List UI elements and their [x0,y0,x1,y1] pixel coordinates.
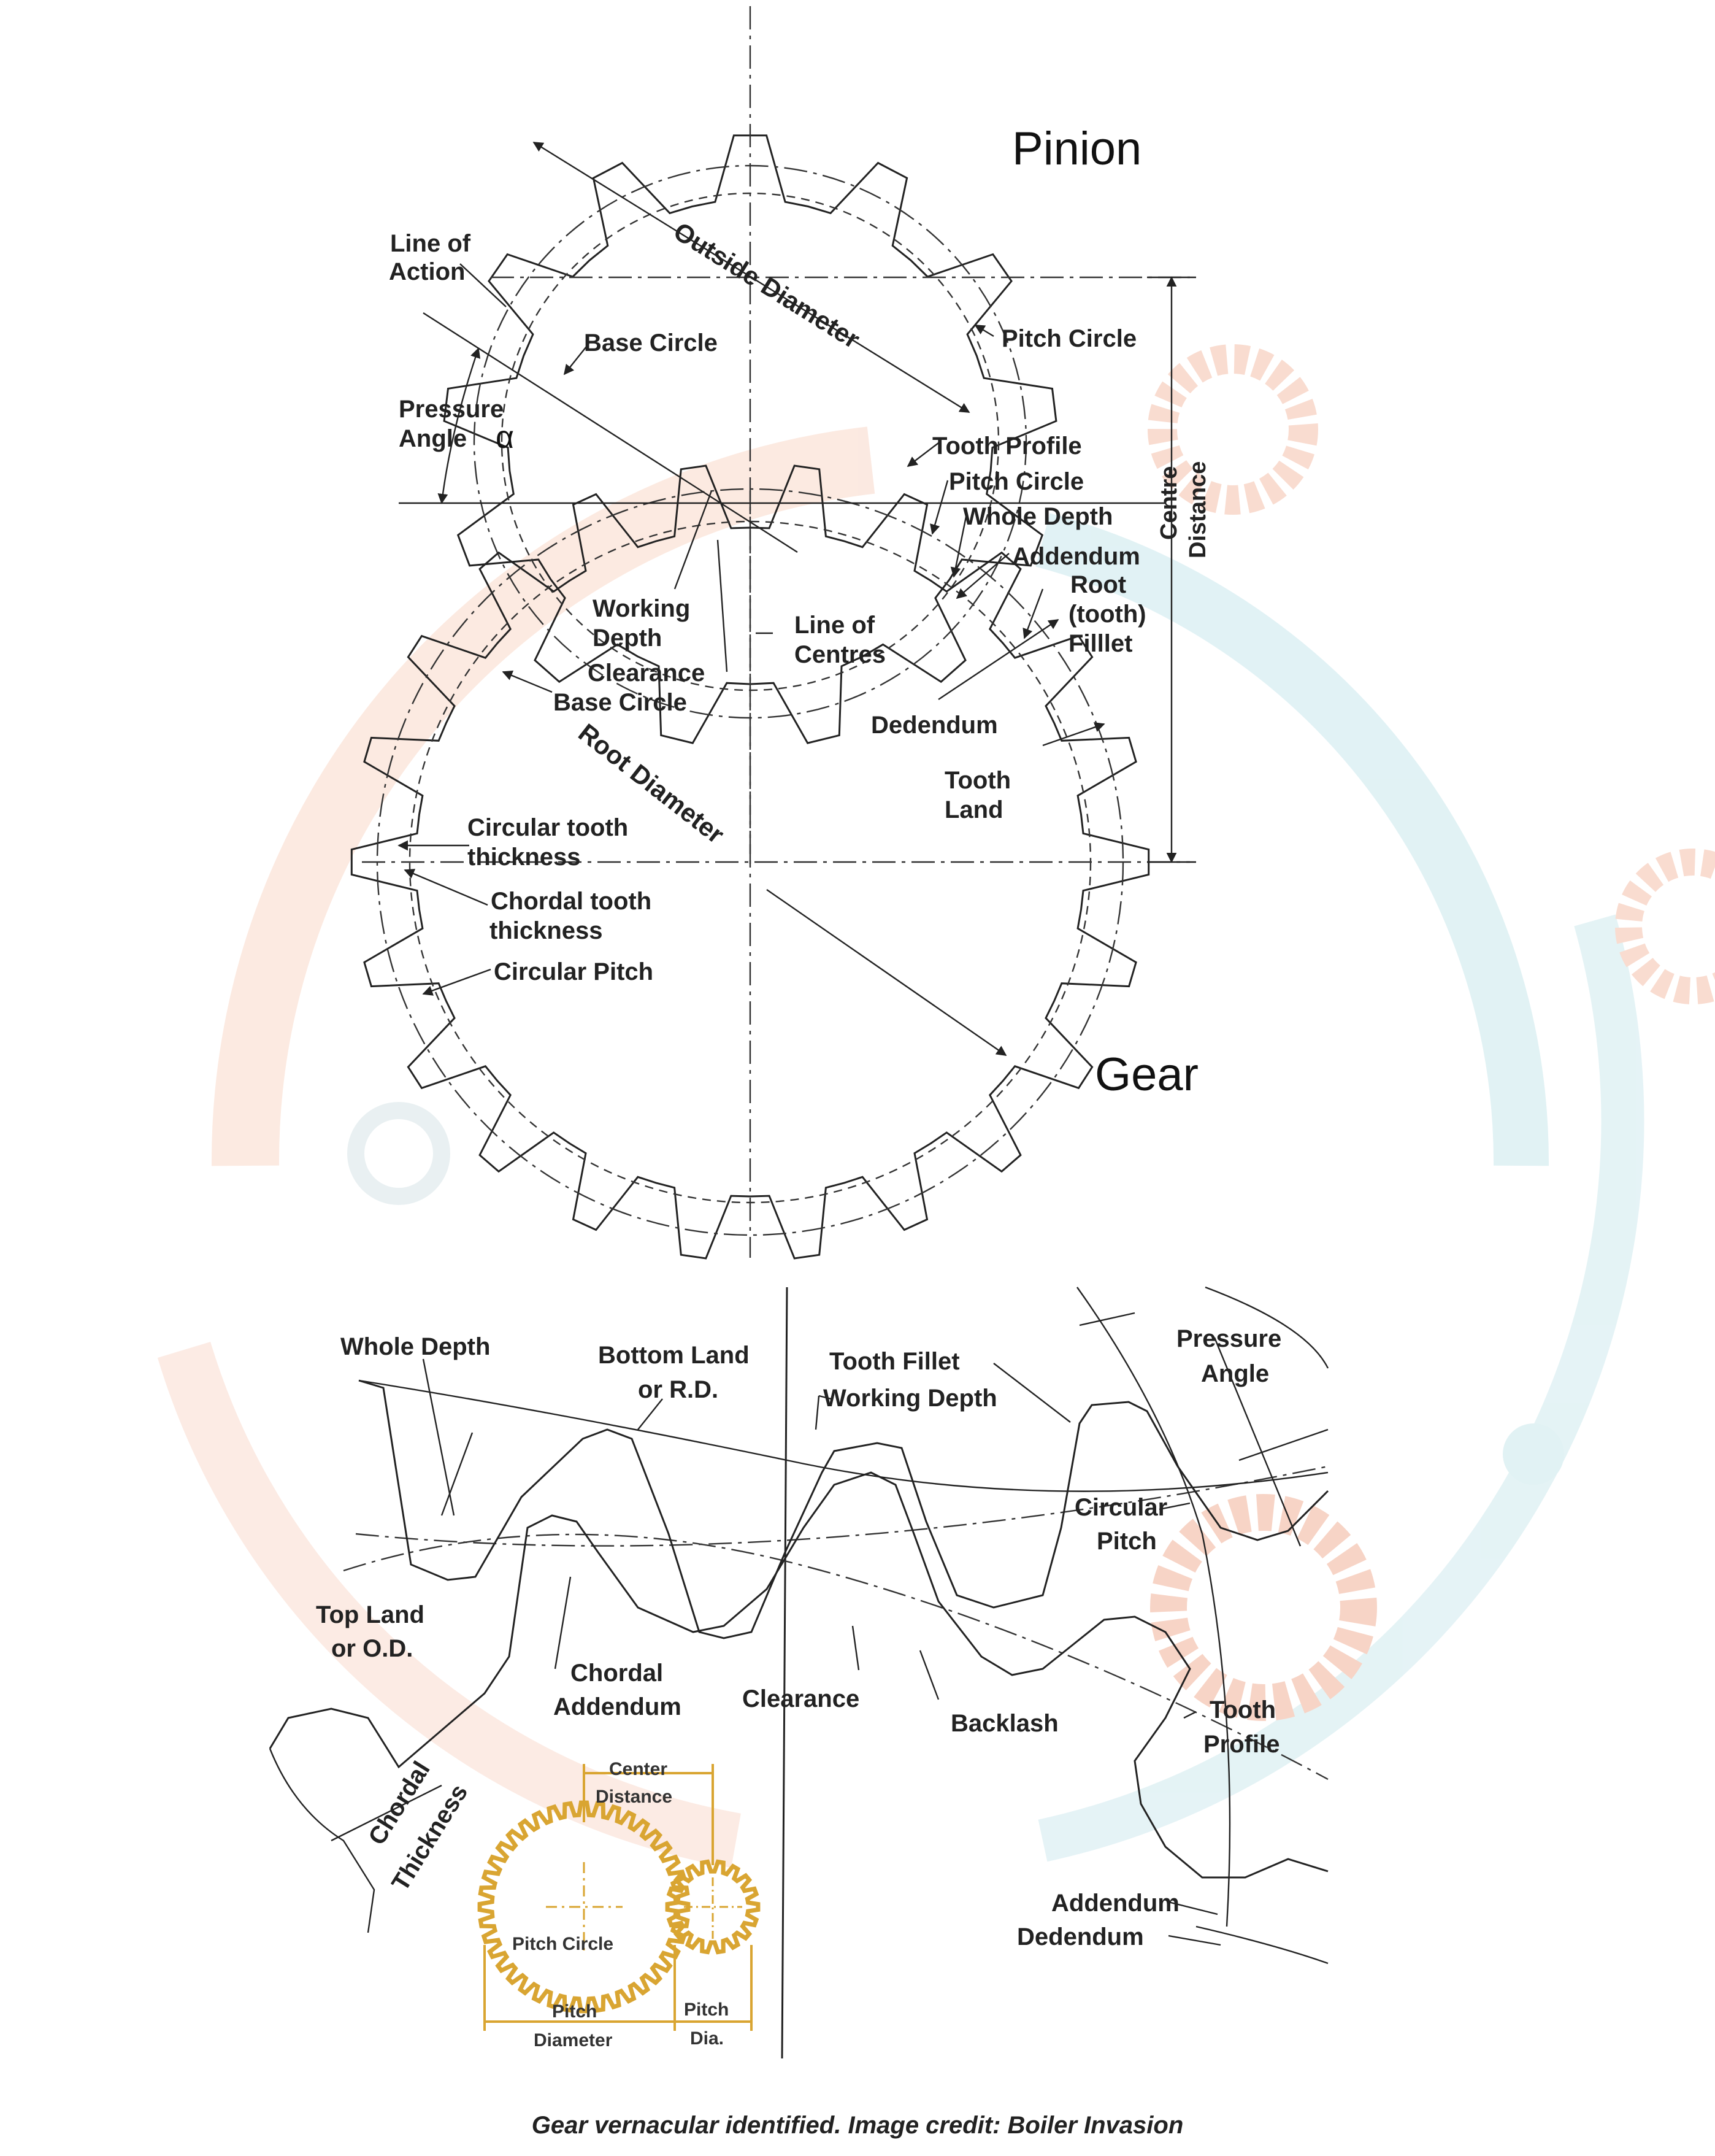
label-tooth-fillet: Tooth Fillet [829,1348,960,1375]
label-top-land: Top Land [316,1601,424,1628]
label-root-fillet-2: (tooth) [1069,601,1146,628]
label-tooth-land: Tooth [945,767,1011,794]
label-pitch-dia-2: Dia. [690,2028,724,2049]
label-chordal-tooth-thickness-2: thickness [489,917,603,944]
label-circular-pitch: Circular Pitch [494,958,653,985]
label-bottom-circular-pitch-2: Pitch [1097,1528,1157,1555]
label-bottom-working-depth: Working Depth [823,1385,997,1412]
watermark-logo [157,344,1715,1868]
label-bottom-addendum: Addendum [1051,1890,1180,1917]
label-bottom-pressure-angle-2: Angle [1201,1360,1269,1387]
label-chordal-addendum-2: Addendum [553,1693,681,1720]
label-centre-distance-2: Distance [1185,461,1211,558]
label-pitch-circle-pinion: Pitch Circle [1002,325,1137,352]
label-center-distance: Center [609,1759,667,1779]
label-whole-depth: Whole Depth [963,503,1113,530]
label-pitch-dia: Pitch [684,2000,729,2020]
label-bottom-tooth-profile-2: Profile [1203,1731,1280,1758]
label-line-of-action: Line of [390,230,471,257]
label-line-of-action-2: Action [389,258,465,285]
label-root-fillet: Root [1070,571,1126,598]
top-leader-lines [397,141,1196,1056]
label-line-of-centres-2: Centres [794,641,886,668]
pinion-title: Pinion [1012,123,1141,175]
label-working-depth-2: Depth [593,625,662,652]
label-inset-pitch-circle: Pitch Circle [512,1934,613,1954]
label-tooth-land-2: Land [945,796,1003,823]
label-bottom-pressure-angle: Pressure [1176,1325,1281,1352]
label-bottom-dedendum: Dedendum [1017,1923,1144,1950]
label-base-circle-gear: Base Circle [553,689,687,716]
label-chordal-addendum: Chordal [570,1660,663,1687]
large-gear [350,464,1190,1260]
label-bottom-clearance: Clearance [742,1685,859,1712]
tooth-mesh-closeup [269,1286,1329,2059]
label-bottom-land: Bottom Land [598,1342,750,1369]
label-pitch-diameter-2: Diameter [534,2030,613,2050]
image-caption: Gear vernacular identified. Image credit… [531,2112,1184,2139]
label-centre-distance: Centre [1156,466,1182,540]
label-bottom-tooth-profile: Tooth [1210,1696,1276,1723]
label-circular-tooth-thickness: Circular tooth [467,814,628,841]
gear-title: Gear [1095,1049,1199,1101]
label-top-land-2: or O.D. [331,1635,413,1662]
label-dedendum: Dedendum [871,712,998,739]
label-pressure-angle: Pressure [399,396,504,423]
label-addendum: Addendum [1012,543,1140,570]
label-pitch-diameter: Pitch [552,2001,597,2022]
label-backlash: Backlash [951,1710,1059,1737]
label-bottom-circular-pitch: Circular [1075,1494,1167,1521]
label-tooth-profile: Tooth Profile [932,433,1082,460]
label-working-depth: Working [593,595,690,622]
label-clearance: Clearance [588,660,705,687]
label-pressure-angle-2: Angle [399,425,467,452]
label-line-of-centres: Line of [794,612,875,639]
label-pitch-circle-gear: Pitch Circle [949,468,1084,495]
label-bottom-whole-depth: Whole Depth [340,1333,490,1360]
pitch-circle-inset: Center Distance Pitch Circle Pitch Diame… [477,1759,761,2050]
label-base-circle-pinion: Base Circle [584,329,718,356]
label-root-fillet-3: Filllet [1069,630,1132,657]
label-alpha: α [496,420,514,455]
bottom-labels: Whole Depth Bottom Land or R.D. Tooth Fi… [316,1325,1281,1950]
label-circular-tooth-thickness-2: thickness [467,844,581,871]
label-center-distance-2: Distance [596,1787,672,1807]
label-bottom-land-2: or R.D. [638,1376,718,1403]
label-chordal-tooth-thickness: Chordal tooth [491,888,651,915]
